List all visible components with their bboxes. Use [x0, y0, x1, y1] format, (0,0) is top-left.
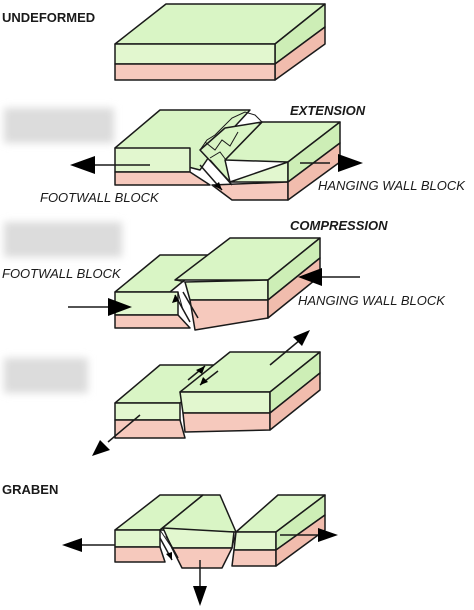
right-pull-arrowhead: [338, 154, 363, 172]
extension-label: EXTENSION: [290, 103, 366, 118]
compression-block: [114, 237, 321, 331]
left-pull-arrowhead: [70, 156, 95, 174]
redacted-label-3: [4, 358, 88, 393]
graben-label: GRABEN: [2, 482, 58, 497]
footwall-label-1: FOOTWALL BLOCK: [40, 190, 160, 205]
hanging-wall-label-1: HANGING WALL BLOCK: [318, 178, 466, 193]
sw-arrowhead: [92, 440, 110, 456]
ne-arrow-shaft: [269, 339, 301, 366]
graben-block: [114, 494, 326, 569]
sw-arrow-shaft: [107, 414, 141, 443]
graben-down-arrowhead: [193, 586, 207, 606]
extension-block: [114, 109, 341, 201]
undeformed-block: [114, 3, 326, 81]
footwall-label-2: FOOTWALL BLOCK: [2, 266, 122, 281]
hanging-wall-label-2: HANGING WALL BLOCK: [298, 293, 446, 308]
ne-arrowhead: [293, 330, 310, 346]
redacted-label-2: [4, 222, 122, 257]
left-push-arrowhead: [108, 298, 132, 316]
right-push-arrowhead: [298, 268, 322, 286]
strike-slip-block: [114, 351, 321, 439]
redacted-label-1: [4, 108, 114, 143]
undeformed-label: UNDEFORMED: [2, 10, 95, 25]
graben-right-arrowhead: [318, 528, 338, 542]
compression-label: COMPRESSION: [290, 218, 388, 233]
graben-left-arrowhead: [62, 538, 82, 552]
